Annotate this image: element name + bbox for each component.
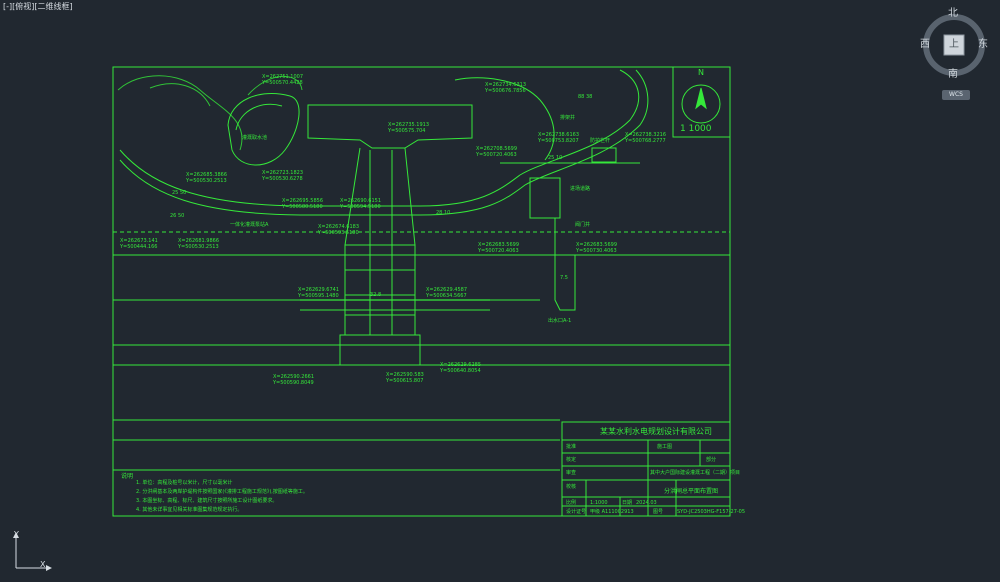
title-row-label: 审查 [566, 470, 577, 476]
title-date-label: 日期 [622, 500, 633, 506]
title-cert-value: 甲级 A111002913 [590, 509, 634, 515]
label-tower: 排架井 [560, 115, 576, 121]
viewcube-face-label[interactable]: 上 [949, 39, 959, 50]
viewcube-ring[interactable] [917, 8, 991, 82]
label-valve: 阀门井 [575, 222, 591, 228]
dimension-label: 7.5 [560, 275, 568, 281]
viewcube-east[interactable]: 东 [978, 39, 988, 50]
coord-label: X=262673.141 Y=500444.166 [120, 238, 158, 250]
note-line: 2. 分洪闸基本及两岸护堤构件按照国家(《灌排工程施工规范》),按图纸等施工。 [136, 489, 308, 495]
coord-label: X=262734.6313 Y=500676.7856 [485, 82, 527, 94]
viewcube-north[interactable]: 北 [948, 8, 958, 19]
coord-label: X=262690.6151 Y=500594.5180 [340, 198, 382, 210]
coord-label: X=262590.2661 Y=500590.8049 [273, 374, 315, 386]
title-scale-value: 1:1000 [590, 500, 608, 506]
sheet-border [112, 66, 731, 517]
label-pipe: 出水口A-1 [548, 318, 572, 324]
ucs-icon [13, 532, 52, 571]
coord-label: X=262683.5699 Y=500720.4063 [478, 242, 520, 254]
coord-label: X=262674.6183 Y=500593.5180 [318, 224, 360, 236]
title-row-label: 批准 [566, 444, 577, 450]
dimension-label: 32.8 [370, 292, 382, 298]
title-project: 其中大户国际建设灌溉工程（二期）项目 [650, 470, 741, 476]
valve-well [529, 177, 561, 219]
pool-outline [227, 93, 300, 166]
coord-label: X=262751.1007 Y=500570.4428 [262, 74, 304, 86]
ucs-x-label: X [40, 560, 46, 569]
scale-label: 1 1000 [680, 124, 712, 134]
title-scale-label: 比例 [566, 500, 577, 506]
north-arrow-box [672, 66, 731, 138]
coord-label: X=262723.1823 Y=500530.6278 [262, 170, 304, 182]
viewport-control-label[interactable]: [-][俯视][二维线框] [3, 2, 73, 11]
label-pool: 灌溉取水池 [242, 135, 268, 141]
coord-label: X=262629.4587 Y=500634.5667 [426, 287, 468, 299]
coord-label: X=262590.583 Y=500615.807 [386, 372, 424, 384]
coord-label: X=262735.1913 Y=500575.704 [388, 122, 430, 134]
coord-label: X=262683.5699 Y=500730.4063 [576, 242, 618, 254]
dimension-label: 25 10 [548, 155, 563, 161]
title-row-label: 核定 [566, 457, 577, 463]
title-cert-label: 设计证号 [566, 509, 587, 515]
label-canal: 一体化灌溉泵站A [230, 222, 269, 228]
wcs-menu-button[interactable]: WCS [942, 90, 970, 100]
coord-label: X=262738.3216 Y=500768.2777 [625, 132, 667, 144]
viewcube[interactable]: 北 南 西 东 上 [917, 8, 991, 82]
viewcube-face-top[interactable] [943, 34, 965, 56]
title-drawing-no-label: 图号 [653, 509, 664, 515]
dimension-label: 25 50 [172, 190, 187, 196]
notes-title: 说明 [121, 473, 134, 480]
label-fence: 防护栏杆 [590, 138, 611, 144]
note-line: 4. 其他未详事宜见相关标准图集规范规定执行。 [136, 507, 243, 513]
north-label: N [698, 68, 704, 77]
coord-label: X=262685.3866 Y=500530.2513 [186, 172, 228, 184]
label-access: 进场道路 [570, 186, 591, 192]
coord-label: X=262695.5856 Y=500580.5180 [282, 198, 324, 210]
coord-label: X=262708.5699 Y=500720.4063 [476, 146, 518, 158]
title-block [561, 421, 731, 517]
coord-label: X=262681.9866 Y=500530.2513 [178, 238, 220, 250]
viewcube-south[interactable]: 南 [948, 69, 958, 80]
coord-label: X=262629.6285 Y=500640.8054 [440, 362, 482, 374]
dimension-label: 28 10 [436, 210, 451, 216]
title-date-value: 2024.03 [636, 500, 657, 506]
contour-lines [117, 75, 243, 151]
title-drawing-no: SYD-JC2503HG-F157-27-05 [677, 509, 746, 515]
title-company: 某某水利水电规划设计有限公司 [600, 427, 712, 436]
note-line: 3. 本图坐标、高程、标尺、建筑尺寸按照所施工设计图纸要求。 [136, 498, 278, 504]
dimension-label: 26 50 [170, 213, 185, 219]
access-road [119, 69, 640, 207]
title-drawing: 分洪闸总平面布置图 [664, 488, 719, 495]
ucs-y-label: Y [14, 530, 19, 539]
title-phase: 部分 [706, 457, 717, 463]
title-row-label: 校核 [566, 484, 577, 490]
coord-label: X=262629.6741 Y=500595.1480 [298, 287, 340, 299]
dimension-label: 88 38 [578, 94, 593, 100]
note-line: 1. 单位：高程及桩号以米计，尺寸以毫米计 [136, 480, 233, 486]
viewcube-west[interactable]: 西 [920, 39, 930, 50]
coord-label: X=262738.6163 Y=500753.8207 [538, 132, 580, 144]
title-stage: 施工图 [657, 444, 673, 450]
